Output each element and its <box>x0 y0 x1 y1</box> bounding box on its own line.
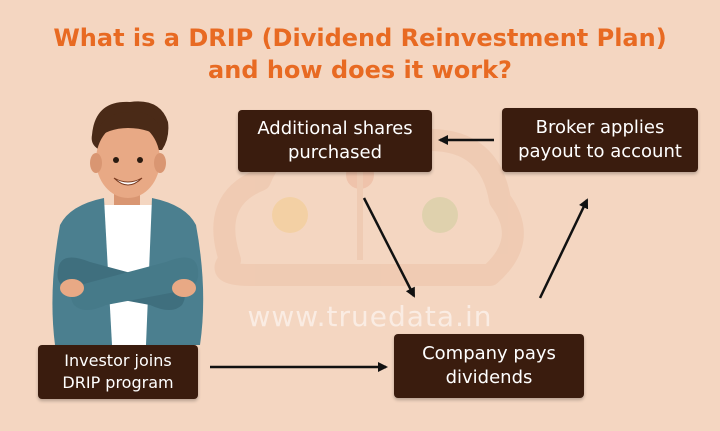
node-label: Broker applies payout to account <box>518 117 682 162</box>
node-additional-shares: Additional shares purchased <box>238 110 432 172</box>
watermark-text: www.truedata.in <box>247 300 493 333</box>
node-label: Investor joins DRIP program <box>62 351 174 392</box>
node-company-pays: Company pays dividends <box>394 334 584 398</box>
title-line-2: and how does it work? <box>208 56 512 84</box>
node-investor-joins: Investor joins DRIP program <box>38 345 198 399</box>
node-label: Company pays dividends <box>422 343 556 388</box>
node-broker-applies: Broker applies payout to account <box>502 108 698 172</box>
title-line-1: What is a DRIP (Dividend Reinvestment Pl… <box>53 24 667 52</box>
node-label: Additional shares purchased <box>257 118 413 163</box>
diagram-title: What is a DRIP (Dividend Reinvestment Pl… <box>0 22 720 86</box>
arrow-additional-to-company <box>362 197 416 298</box>
arrow-company-to-broker <box>538 198 589 299</box>
